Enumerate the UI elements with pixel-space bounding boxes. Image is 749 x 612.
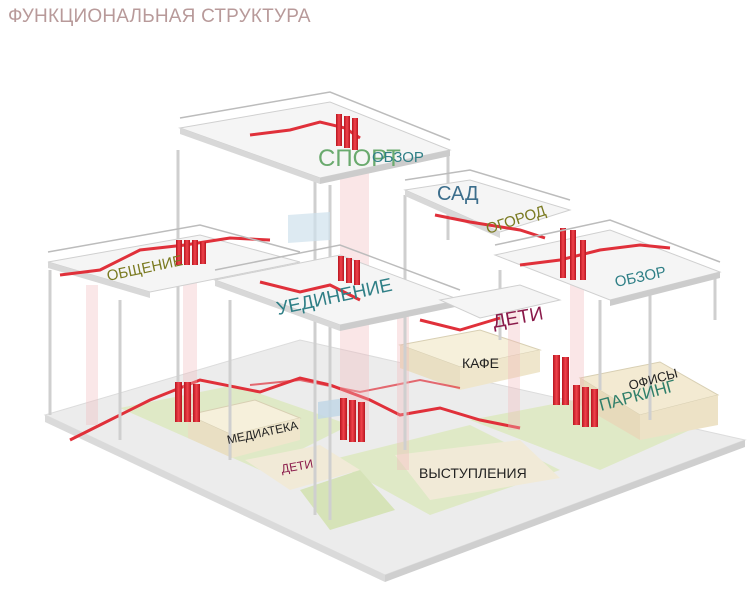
railings: [47, 91, 721, 291]
path-vystupleniya: [395, 440, 560, 500]
slab-uedinenie-edge-r: [340, 300, 460, 331]
slab-sad: [403, 179, 572, 233]
label-sport: СПОРТ: [318, 145, 401, 172]
ground-plane-right-edge: [385, 440, 745, 582]
slab-sport: [178, 101, 452, 179]
slab-sad-edge: [405, 190, 500, 238]
green-zone-front: [300, 470, 395, 530]
label-vystupleniya: ВЫСТУПЛЕНИЯ: [419, 465, 527, 481]
slab-sport-edge-r: [320, 150, 450, 184]
ground-plane-front-edge: [45, 415, 385, 582]
page-title: ФУНКЦИОНАЛЬНАЯ СТРУКТУРА: [8, 6, 311, 27]
slab-obschenie-edge: [48, 262, 150, 298]
label-deti-lower: ДЕТИ: [280, 457, 314, 476]
slab-deti: [438, 284, 562, 319]
glazing-panel-2: [318, 398, 345, 419]
glazing-panel-1: [288, 212, 330, 243]
label-obzor-top: ОБЗОР: [372, 149, 424, 166]
label-sad: САД: [437, 183, 479, 205]
parking-block-side: [640, 395, 718, 440]
label-kafe: КАФЕ: [462, 355, 499, 371]
columns: [48, 150, 717, 520]
red-shafts: [175, 114, 598, 442]
mediateka-block-front: [188, 415, 232, 458]
slab-uedinenie-edge: [215, 280, 340, 331]
kafe-block-side: [460, 350, 540, 390]
slab-sport-edge: [180, 128, 320, 184]
ground-circulation-line-2: [249, 378, 461, 394]
mediateka-block-side: [232, 418, 300, 458]
slab-obzor-right-edge: [610, 272, 720, 306]
kafe-block-front: [400, 345, 460, 390]
